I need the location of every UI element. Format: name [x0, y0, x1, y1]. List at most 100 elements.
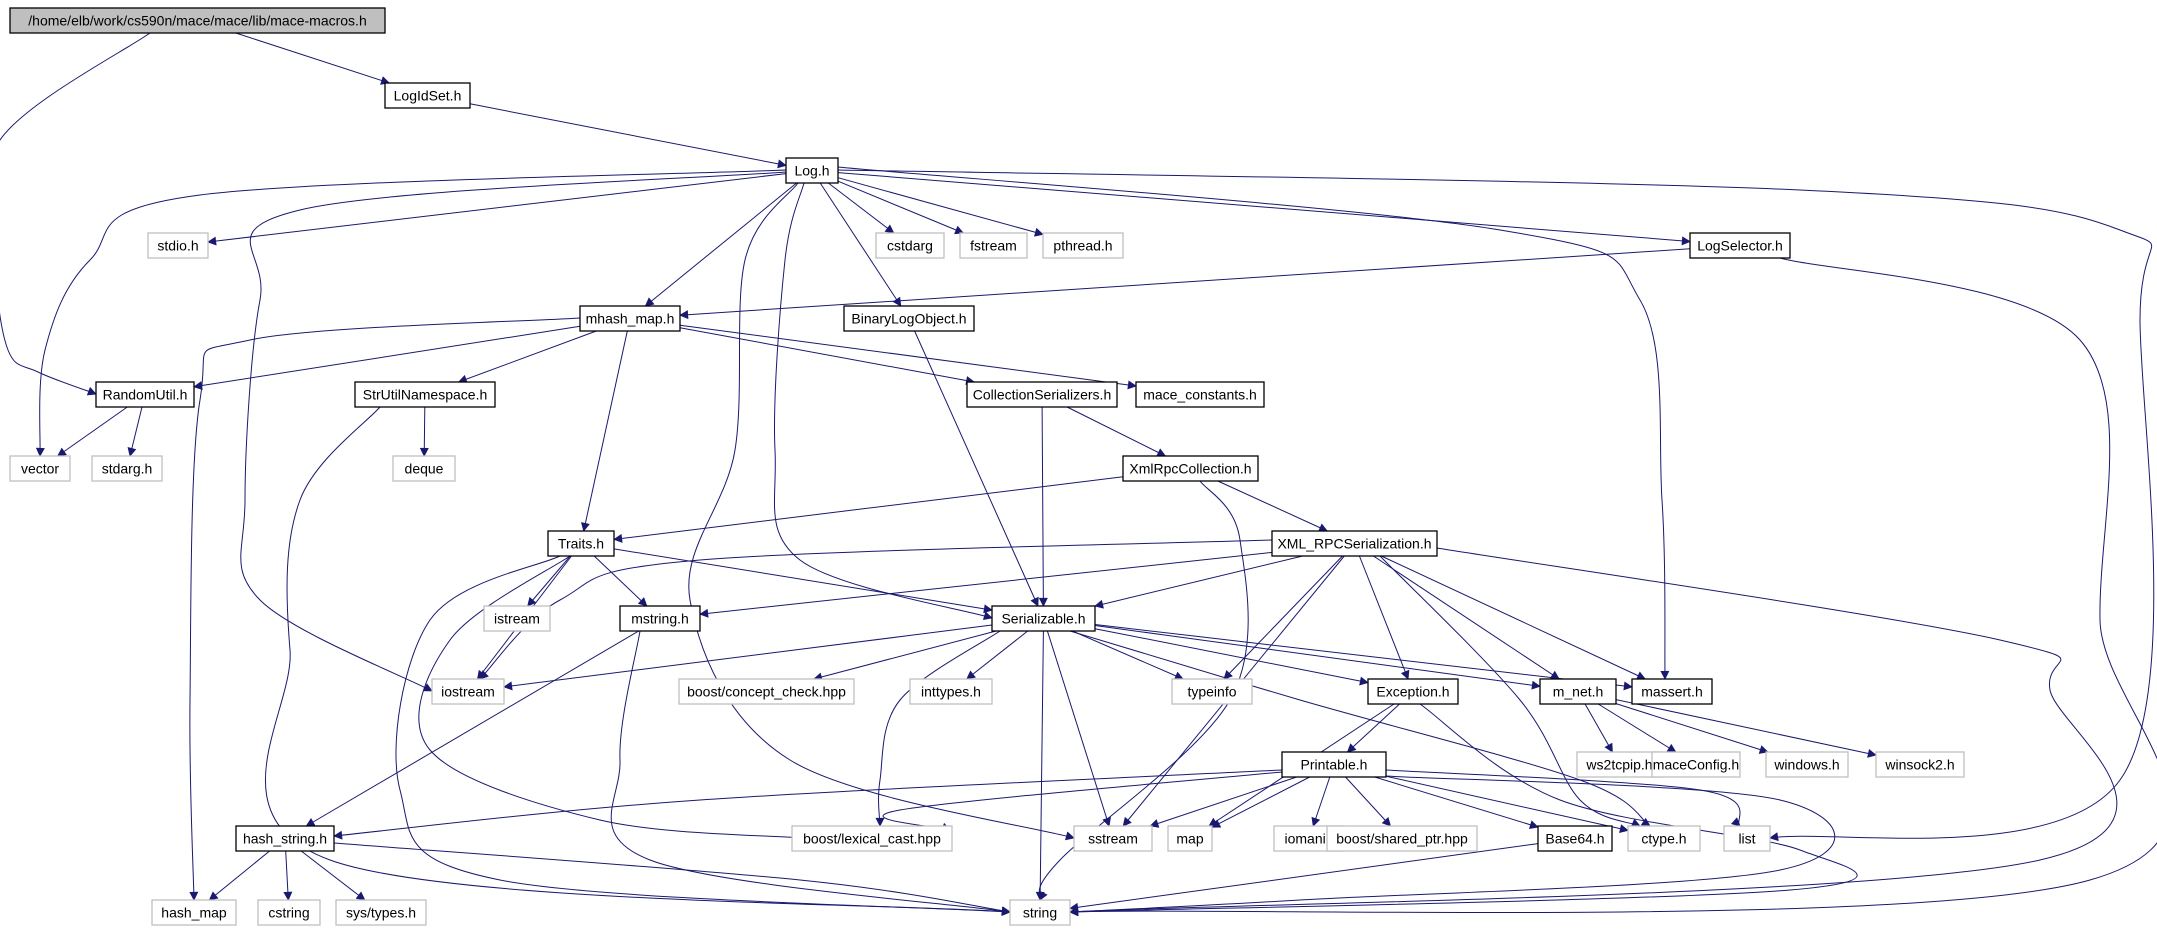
- node-label-root: /home/elb/work/cs590n/mace/mace/lib/mace…: [28, 13, 366, 29]
- node-label-iomanip: iomanip: [1284, 831, 1333, 847]
- node-label-iostream: iostream: [441, 684, 495, 700]
- node-box-string: [1009, 899, 1071, 926]
- node-map: map: [1167, 825, 1213, 852]
- node-maceconst[interactable]: mace_constants.h: [1135, 381, 1265, 408]
- node-box-typeinfo: [1171, 678, 1253, 705]
- node-stdio: stdio.h: [147, 232, 209, 259]
- node-label-maceconfig: maceConfig.h: [1653, 757, 1739, 773]
- edge-traits-to-string: [395, 555, 1011, 916]
- node-label-string: string: [1023, 905, 1057, 921]
- node-box-pthread: [1042, 232, 1124, 259]
- node-box-cstdarg: [875, 232, 945, 259]
- node-root[interactable]: /home/elb/work/cs590n/mace/mace/lib/mace…: [9, 7, 386, 34]
- node-label-xmlser: XML_RPCSerialization.h: [1277, 536, 1431, 552]
- edge-printable-to-iomanip: [1311, 776, 1331, 827]
- node-list: list: [1723, 825, 1771, 852]
- node-massert[interactable]: massert.h: [1631, 678, 1713, 705]
- node-box-iostream: [431, 678, 505, 705]
- node-box-vector: [9, 455, 71, 482]
- node-box-ctype: [1627, 825, 1701, 852]
- node-box-lexical: [791, 825, 953, 852]
- edge-printable-to-ctype: [1385, 775, 1629, 834]
- node-box-deque: [392, 455, 456, 482]
- edge-exception-to-printable: [1346, 703, 1400, 753]
- node-mstring[interactable]: mstring.h: [619, 605, 701, 632]
- node-label-concept: boost/concept_check.hpp: [687, 684, 846, 700]
- edge-xmlser-to-serial: [1094, 555, 1303, 609]
- node-label-list: list: [1738, 831, 1755, 847]
- node-label-traits: Traits.h: [558, 536, 604, 552]
- node-box-windows: [1765, 751, 1849, 778]
- nodes-layer: /home/elb/work/cs590n/mace/mace/lib/mace…: [9, 7, 1965, 926]
- node-serial[interactable]: Serializable.h: [991, 605, 1096, 632]
- node-log[interactable]: Log.h: [785, 157, 839, 184]
- node-box-stdio: [147, 232, 209, 259]
- node-sstream: sstream: [1073, 825, 1153, 852]
- node-label-windows: windows.h: [1773, 757, 1839, 773]
- node-box-systypes: [335, 899, 427, 926]
- node-label-massert: massert.h: [1641, 684, 1702, 700]
- node-box-log: [785, 157, 839, 184]
- node-mhash[interactable]: mhash_map.h: [579, 305, 681, 332]
- node-box-winsock: [1875, 751, 1965, 778]
- edge-log-to-binlog: [819, 182, 902, 307]
- edge-mhash-to-traits: [581, 330, 628, 532]
- node-label-logselector: LogSelector.h: [1697, 238, 1783, 254]
- edge-serial-to-string: [1035, 630, 1045, 901]
- edge-log-to-sstream: [688, 182, 1075, 841]
- edge-hashstring-to-systypes: [300, 850, 366, 901]
- edge-serial-to-ctype: [1069, 630, 1651, 827]
- node-label-deque: deque: [405, 461, 444, 477]
- node-inttypes: inttypes.h: [909, 678, 993, 705]
- node-concept: boost/concept_check.hpp: [678, 678, 855, 705]
- edge-traits-to-lexical: [418, 555, 801, 842]
- node-label-base64: Base64.h: [1545, 831, 1604, 847]
- node-mnet[interactable]: m_net.h: [1539, 678, 1617, 705]
- node-hashmap: hash_map: [151, 899, 237, 926]
- node-traits[interactable]: Traits.h: [547, 530, 615, 557]
- node-box-hashstring: [235, 825, 335, 852]
- edge-mnet-to-maceconfig: [1597, 703, 1677, 753]
- node-windows: windows.h: [1765, 751, 1849, 778]
- node-label-sstream: sstream: [1088, 831, 1138, 847]
- node-logselector[interactable]: LogSelector.h: [1689, 232, 1791, 259]
- node-randomutil[interactable]: RandomUtil.h: [95, 381, 195, 408]
- node-hashstring[interactable]: hash_string.h: [235, 825, 335, 852]
- node-box-logidset: [384, 82, 471, 109]
- edge-strutil-to-string: [264, 406, 1011, 916]
- node-logidset[interactable]: LogIdSet.h: [384, 82, 471, 109]
- node-box-logselector: [1689, 232, 1791, 259]
- edge-mnet-to-windows: [1615, 703, 1769, 754]
- node-label-typeinfo: typeinfo: [1187, 684, 1236, 700]
- node-collser[interactable]: CollectionSerializers.h: [966, 381, 1118, 408]
- node-binlog[interactable]: BinaryLogObject.h: [843, 305, 975, 332]
- node-vector: vector: [9, 455, 71, 482]
- node-box-cstring: [257, 899, 321, 926]
- edge-log-to-logselector: [837, 172, 1691, 246]
- node-box-massert: [1631, 678, 1713, 705]
- edge-mhash-to-strutil: [457, 330, 597, 384]
- edge-root-to-logidset: [235, 32, 391, 85]
- node-printable[interactable]: Printable.h: [1281, 751, 1387, 778]
- node-cstdarg: cstdarg: [875, 232, 945, 259]
- edge-printable-to-string: [1069, 775, 1836, 917]
- node-ws2: ws2tcpip.h: [1576, 751, 1663, 778]
- edge-mhash-to-hashmap: [189, 317, 581, 901]
- edge-randomutil-to-stdarg: [127, 406, 143, 457]
- node-label-exception: Exception.h: [1376, 684, 1449, 700]
- edge-strutil-to-deque: [419, 406, 429, 457]
- edge-printable-to-sharedptr: [1345, 776, 1392, 827]
- node-label-logidset: LogIdSet.h: [394, 88, 462, 104]
- edge-base64-to-string: [1069, 843, 1539, 912]
- node-base64[interactable]: Base64.h: [1537, 825, 1613, 852]
- node-strutil[interactable]: StrUtilNamespace.h: [354, 381, 496, 408]
- node-exception[interactable]: Exception.h: [1367, 678, 1459, 705]
- node-xmlser[interactable]: XML_RPCSerialization.h: [1271, 530, 1438, 557]
- edge-log-to-iostream: [240, 171, 787, 692]
- edge-xmlcoll-to-traits: [613, 476, 1124, 543]
- node-box-sharedptr: [1326, 825, 1478, 852]
- node-box-printable: [1281, 751, 1387, 778]
- edge-serial-to-exception: [1094, 628, 1369, 686]
- node-xmlcoll[interactable]: XmlRpcCollection.h: [1122, 455, 1259, 482]
- edge-log-to-vector: [35, 169, 787, 457]
